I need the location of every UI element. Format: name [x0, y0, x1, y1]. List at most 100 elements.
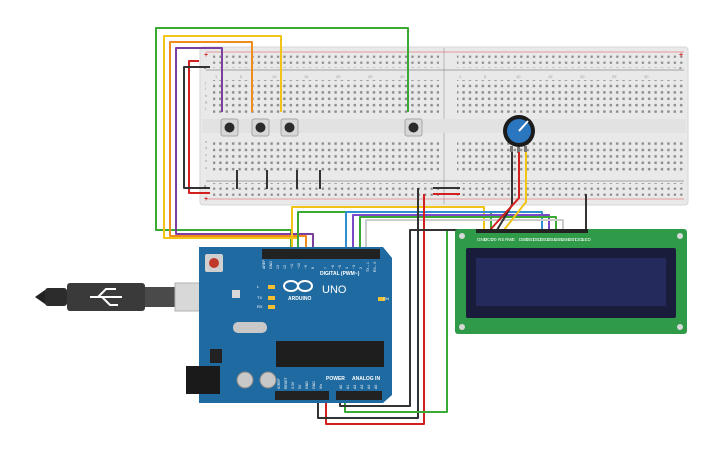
svg-text:RW: RW — [505, 237, 513, 242]
breadboard: + - + - - + j i h g f e d c b a 1 5 10 1… — [199, 46, 689, 206]
svg-text:j: j — [204, 80, 206, 85]
svg-text:DB4: DB4 — [547, 237, 556, 242]
rail-plus-label-right: + — [679, 52, 683, 59]
terminal-strip-top-left — [213, 80, 439, 113]
row-letters: j i h g f e d c b a — [204, 80, 208, 170]
svg-text:20: 20 — [580, 74, 585, 79]
usb-cable-icon — [35, 282, 208, 312]
svg-text:~10: ~10 — [297, 263, 301, 269]
svg-text:IOREF: IOREF — [277, 378, 281, 389]
terminal-strip-bottom-left — [213, 139, 439, 172]
svg-text:LED: LED — [575, 237, 585, 242]
svg-text:GND: GND — [305, 381, 309, 389]
terminal-strip-bottom-right — [457, 139, 683, 172]
svg-text:c: c — [205, 152, 207, 157]
power-jack — [186, 366, 220, 394]
svg-text:V0: V0 — [491, 237, 497, 242]
svg-text:g: g — [205, 99, 207, 104]
svg-text:h: h — [205, 93, 207, 98]
svg-text:~9: ~9 — [304, 265, 308, 269]
rail-plus-label-bottom: + — [204, 196, 208, 203]
push-button-4 — [404, 118, 423, 137]
top-rail-left — [213, 54, 439, 68]
svg-text:RX←0: RX←0 — [373, 262, 377, 272]
svg-text:15: 15 — [548, 74, 553, 79]
svg-text:~5: ~5 — [338, 265, 342, 269]
svg-text:b: b — [205, 158, 208, 163]
svg-text:DB1: DB1 — [526, 237, 535, 242]
l-label: L — [257, 284, 260, 289]
push-button-1 — [220, 118, 239, 137]
lcd-module: GND VCC V0 RS RW E DB0 DB1 DB2 DB3 DB4 D… — [455, 229, 687, 334]
svg-text:12: 12 — [283, 265, 287, 269]
svg-text:A2: A2 — [353, 385, 357, 389]
svg-text:30: 30 — [400, 74, 405, 79]
svg-text:A0: A0 — [339, 385, 343, 389]
svg-text:~3: ~3 — [352, 265, 356, 269]
bottom-rail-left — [213, 183, 439, 197]
analog-pin-labels: A0 A1 A2 A3 A4 A5 — [339, 385, 378, 389]
svg-text:8: 8 — [311, 267, 315, 269]
lcd-pin-labels: GND VCC V0 RS RW E DB0 DB1 DB2 DB3 DB4 D… — [477, 237, 592, 242]
svg-text:20: 20 — [336, 74, 341, 79]
svg-text:TX→1: TX→1 — [366, 262, 370, 272]
reset-button[interactable] — [209, 258, 219, 268]
svg-text:5: 5 — [240, 74, 243, 79]
svg-text:GND: GND — [269, 261, 273, 269]
rx-label: RX — [257, 304, 263, 309]
top-rail-right — [457, 54, 683, 68]
svg-text:A1: A1 — [346, 385, 350, 389]
atmega-chip — [276, 341, 384, 367]
svg-text:f: f — [205, 106, 207, 111]
svg-text:15: 15 — [304, 74, 309, 79]
rail-minus-label-bottom: - — [204, 183, 207, 190]
push-button-2 — [251, 118, 270, 137]
lcd-screen — [476, 258, 666, 306]
tx-label: TX — [257, 295, 262, 300]
svg-text:5V: 5V — [298, 384, 302, 389]
svg-text:5: 5 — [484, 74, 487, 79]
potentiometer — [503, 115, 535, 153]
svg-text:DB2: DB2 — [533, 237, 542, 242]
svg-text:4: 4 — [345, 267, 349, 269]
svg-text:DB0: DB0 — [519, 237, 528, 242]
digital-pin-labels: AREF GND 13 12 ~11 ~10 ~9 8 7 ~6 ~5 4 ~3… — [262, 260, 377, 272]
svg-text:7: 7 — [324, 267, 328, 269]
svg-text:AREF: AREF — [262, 260, 266, 269]
bottom-rail-right — [457, 183, 683, 197]
svg-text:LED: LED — [582, 237, 592, 242]
svg-text:DB6: DB6 — [561, 237, 570, 242]
svg-text:GND: GND — [312, 381, 316, 389]
svg-text:10: 10 — [272, 74, 277, 79]
column-numbers: 1 5 10 15 20 25 30 1 5 10 15 20 25 30 — [215, 74, 649, 79]
svg-text:E: E — [512, 237, 515, 242]
svg-text:d: d — [205, 145, 207, 150]
rail-plus-label: + — [204, 52, 208, 59]
svg-text:1: 1 — [459, 74, 462, 79]
svg-text:DB5: DB5 — [554, 237, 563, 242]
svg-text:2: 2 — [359, 267, 363, 269]
svg-text:VCC: VCC — [484, 237, 494, 242]
svg-text:25: 25 — [612, 74, 617, 79]
analog-label: ANALOG IN — [352, 376, 380, 382]
center-channel — [202, 119, 686, 133]
svg-text:RS: RS — [498, 237, 504, 242]
svg-text:13: 13 — [276, 265, 280, 269]
arduino-logo — [283, 280, 313, 292]
terminal-strip-top-right — [457, 80, 683, 113]
analog-header — [336, 391, 382, 400]
svg-text:a: a — [205, 165, 208, 170]
arduino-uno: UNO ARDUINO DIGITAL (PWM~) POWER ANALOG … — [186, 247, 392, 403]
digital-header — [262, 249, 380, 259]
svg-text:A5: A5 — [374, 385, 378, 389]
svg-text:3.3V: 3.3V — [291, 381, 295, 389]
svg-text:Vin: Vin — [319, 384, 323, 389]
svg-text:~11: ~11 — [290, 263, 294, 269]
svg-text:DB3: DB3 — [540, 237, 549, 242]
svg-text:RESET: RESET — [284, 376, 288, 389]
on-label: ON — [383, 296, 389, 301]
rail-minus-label: - — [204, 65, 207, 72]
arduino-label: ARDUINO — [288, 296, 311, 302]
wires — [155, 27, 587, 425]
